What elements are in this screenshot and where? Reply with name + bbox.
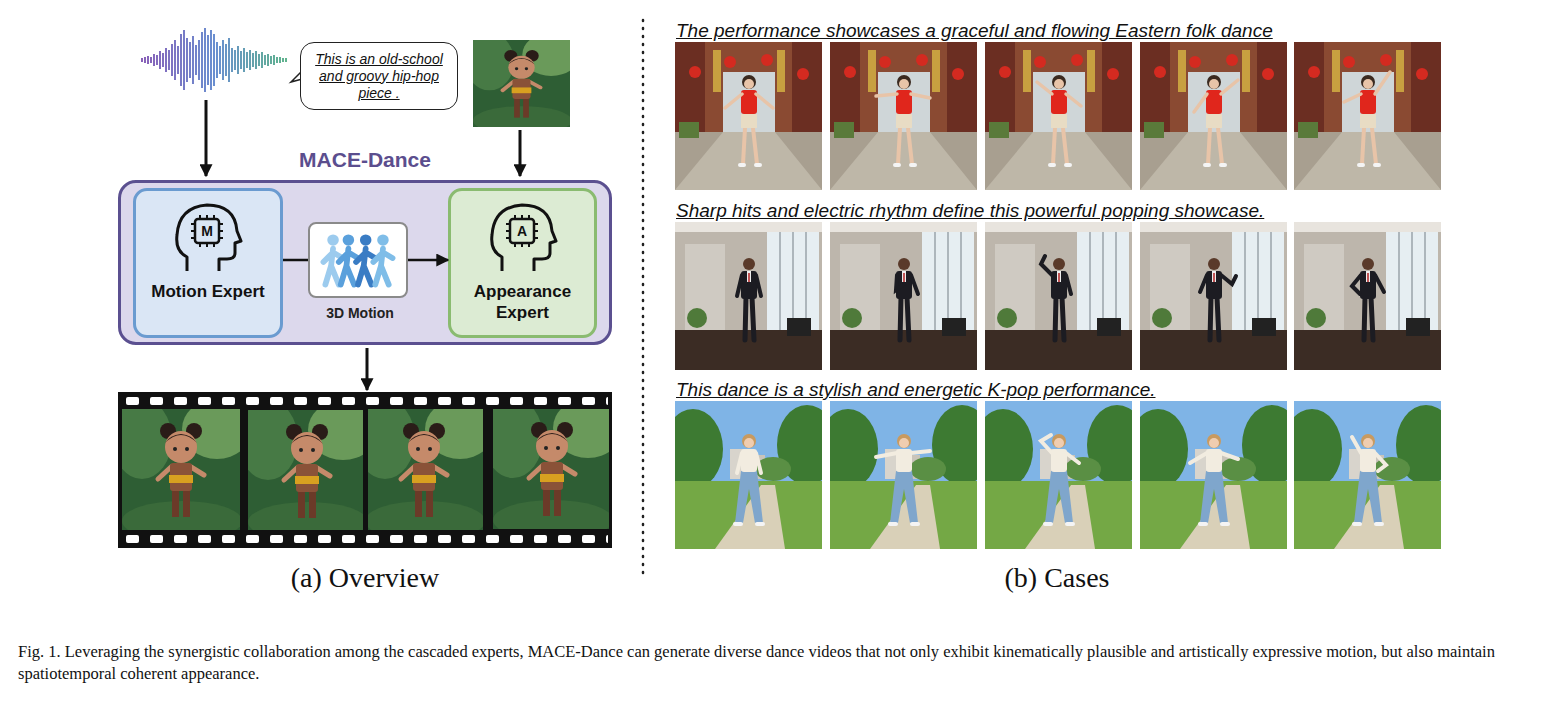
case-frames-row — [675, 42, 1441, 190]
motion-figures — [310, 224, 406, 296]
case-frames-row — [663, 401, 1456, 549]
framework-title: MACE-Dance — [121, 147, 609, 173]
expert-label: Appearance Expert — [451, 281, 594, 323]
audio-waveform — [142, 28, 286, 92]
output-arrow — [366, 348, 369, 390]
divider-line — [642, 20, 645, 575]
motion-box: 3D Motion — [308, 222, 408, 298]
panel-label: (b) Cases — [907, 561, 1207, 595]
speech-bubble: This is an old-school and groovy hip-hop… — [300, 42, 458, 110]
expert-box: A Appearance Expert — [448, 188, 597, 338]
expert-box: M Motion Expert — [133, 188, 283, 338]
chip-letter: A — [512, 221, 532, 241]
input-arrow — [519, 130, 522, 176]
input-arrow — [205, 100, 208, 176]
figure-caption: Fig. 1. Leveraging the synergistic colla… — [18, 641, 1543, 685]
case-caption: Sharp hits and electric rhythm define th… — [676, 199, 1476, 222]
expert-label: Motion Expert — [136, 281, 280, 302]
reference-image — [465, 33, 580, 135]
panel-label: (a) Overview — [215, 561, 515, 595]
chip-letter: M — [197, 221, 217, 241]
case-caption: The performance showcases a graceful and… — [676, 19, 1476, 42]
framework-box: MACE-DanceMMotion Expert3D MotionAAppear… — [118, 180, 612, 345]
film-strip — [112, 392, 623, 548]
bubble-text: This is an old-school and groovy hip-hop… — [310, 51, 448, 102]
motion-label: 3D Motion — [280, 304, 440, 322]
case-frames-row — [675, 222, 1441, 370]
case-caption: This dance is a stylish and energetic K-… — [676, 378, 1476, 401]
